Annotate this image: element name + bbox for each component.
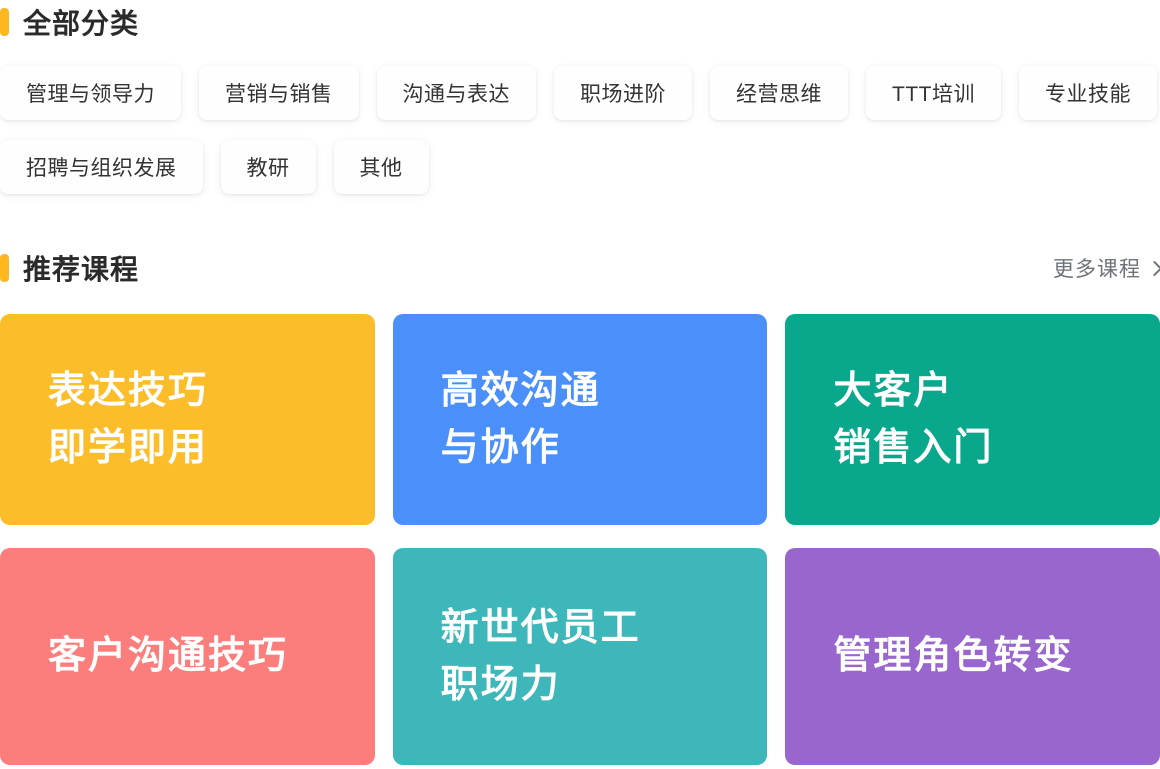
course-catalog-page: 全部分类 管理与领导力营销与销售沟通与表达职场进阶经营思维 TTT培训专业技能招聘… xyxy=(0,4,1160,769)
category-button[interactable]: 教研 xyxy=(220,140,316,194)
category-button[interactable]: 经营思维 xyxy=(710,66,848,120)
categories-section-title: 全部分类 xyxy=(23,8,140,39)
course-card-title: 客户沟通技巧 xyxy=(48,635,289,677)
category-list: 管理与领导力营销与销售沟通与表达职场进阶经营思维 TTT培训专业技能招聘与组织发展… xyxy=(0,66,1160,194)
category-button[interactable]: 管理与领导力 xyxy=(0,66,181,120)
category-button[interactable]: 专业技能 xyxy=(1018,66,1157,120)
course-card-title: 管理角色转变 xyxy=(833,635,1074,677)
course-card-title: 新世代员工职场力 xyxy=(440,606,641,706)
category-button[interactable]: 其他 xyxy=(333,140,429,194)
chevron-right-icon xyxy=(1146,260,1160,276)
more-courses-link[interactable]: 更多课程 xyxy=(1053,253,1160,283)
course-card[interactable]: 高效沟通与协作 xyxy=(392,314,768,525)
category-button[interactable]: 职场进阶 xyxy=(554,66,692,120)
course-card[interactable]: 大客户销售入门 xyxy=(785,314,1160,525)
category-button[interactable]: TTT培训 xyxy=(866,66,1001,120)
category-button[interactable]: 招聘与组织发展 xyxy=(0,140,203,194)
course-card-grid: 表达技巧即学即用 高效沟通与协作 大客户销售入门客户沟通技巧 新世代员工职场力 管理角色… xyxy=(0,314,1160,765)
recommended-section-title: 推荐课程 xyxy=(23,254,140,285)
category-button[interactable]: 营销与销售 xyxy=(199,66,359,120)
categories-section-header: 全部分类 xyxy=(0,4,1160,40)
accent-bar-icon xyxy=(0,8,9,36)
course-card[interactable]: 新世代员工职场力 xyxy=(392,548,768,765)
course-card-title: 高效沟通与协作 xyxy=(440,369,601,469)
accent-bar-icon xyxy=(0,254,9,282)
recommended-section-header: 推荐课程 更多课程 xyxy=(0,250,1160,286)
course-card-title: 表达技巧即学即用 xyxy=(48,369,209,469)
course-card[interactable]: 表达技巧即学即用 xyxy=(0,314,375,525)
course-card-title: 大客户销售入门 xyxy=(833,369,994,469)
more-courses-label: 更多课程 xyxy=(1053,258,1141,281)
category-button[interactable]: 沟通与表达 xyxy=(376,66,536,120)
course-card[interactable]: 管理角色转变 xyxy=(785,548,1160,765)
course-card[interactable]: 客户沟通技巧 xyxy=(0,548,375,765)
